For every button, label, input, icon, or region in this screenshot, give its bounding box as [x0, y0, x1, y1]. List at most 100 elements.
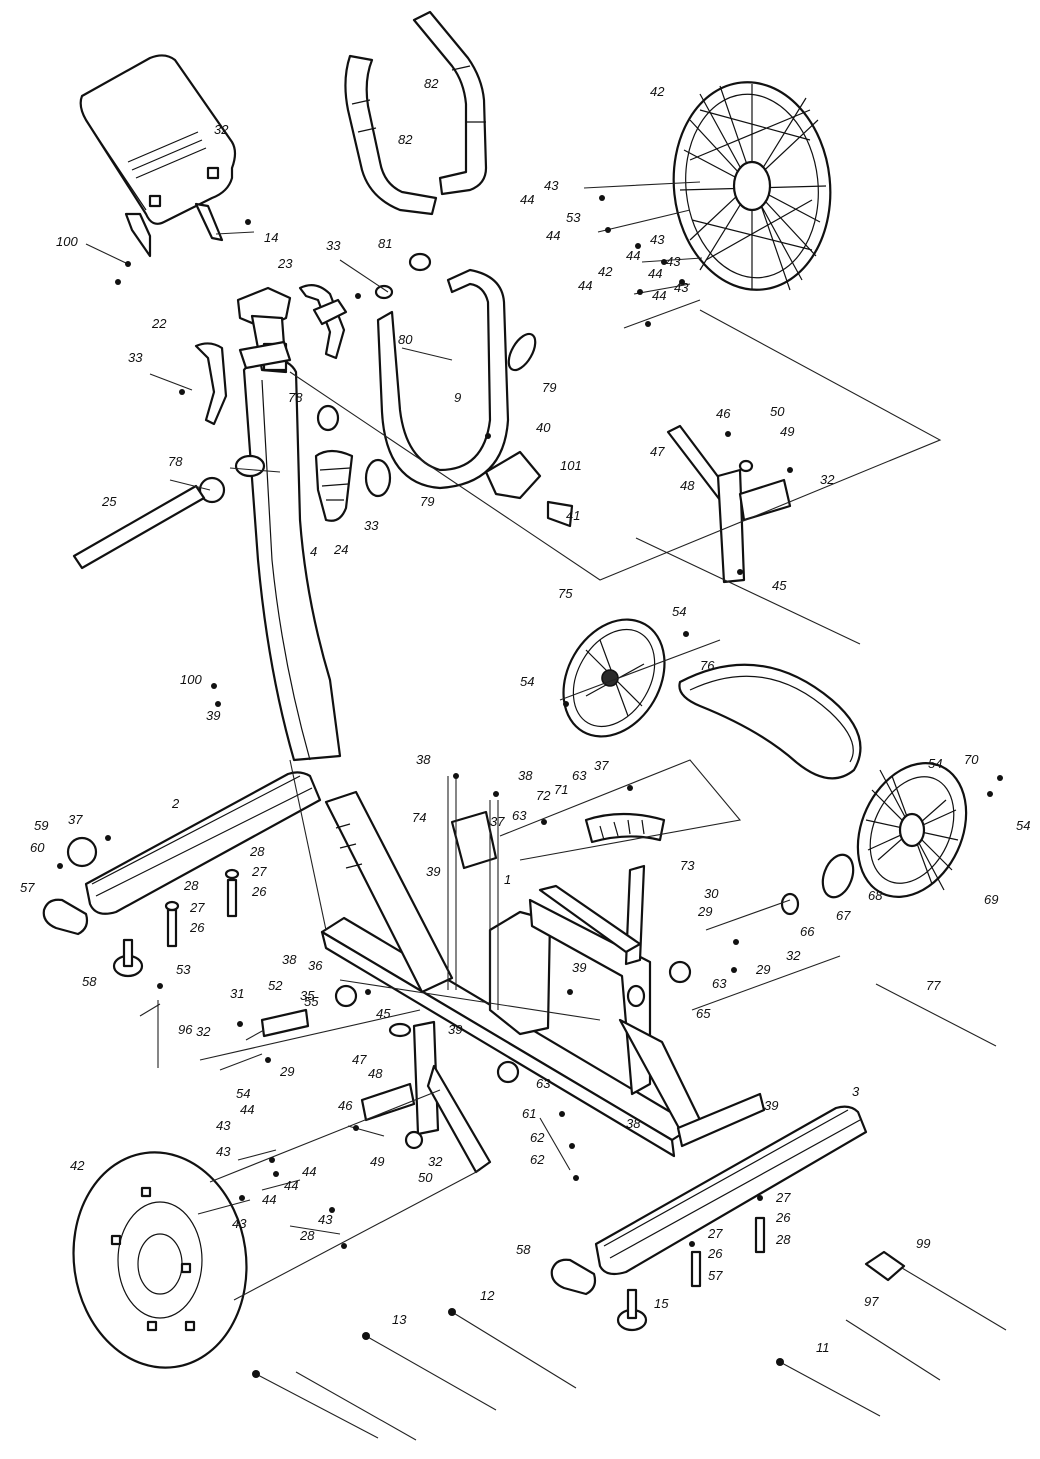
callout-label: 78 [168, 454, 183, 469]
callout-label: 96 [178, 1022, 193, 1037]
callout-label: 44 [652, 288, 666, 303]
callout-label: 79 [420, 494, 434, 509]
upper-handlebars [344, 10, 488, 216]
callout-label: 43 [216, 1118, 231, 1133]
callout-label: 78 [288, 390, 303, 405]
callout-label: 36 [308, 958, 323, 973]
assembly-lines [85, 181, 942, 1235]
callout-label: 42 [598, 264, 613, 279]
callout-label: 48 [368, 1066, 383, 1081]
callout-label: 82 [398, 132, 413, 147]
callout-label: 54 [1016, 818, 1030, 833]
callout-label: 38 [282, 952, 297, 967]
axle-rod [72, 484, 206, 570]
callout-label: 80 [398, 332, 413, 347]
handle-arms [194, 283, 348, 426]
callout-label: 42 [650, 84, 665, 99]
callout-label: 54 [520, 674, 534, 689]
small-fittings [198, 332, 574, 528]
callout-label: 13 [392, 1312, 407, 1327]
callout-label: 47 [650, 444, 665, 459]
callout-label: 82 [424, 76, 439, 91]
callout-label: 101 [560, 458, 582, 473]
callout-label: 52 [268, 978, 283, 993]
fan-bracket-lower [360, 1020, 492, 1174]
callout-label: 27 [189, 900, 205, 915]
callout-label: 26 [189, 920, 205, 935]
callout-label: 43 [544, 178, 559, 193]
callout-label: 62 [530, 1130, 545, 1145]
callout-label: 99 [916, 1236, 930, 1251]
callout-label: 25 [101, 494, 117, 509]
callout-label: 75 [558, 586, 573, 601]
callout-label: 32 [428, 1154, 443, 1169]
callout-label: 26 [707, 1246, 723, 1261]
callout-label: 3 [852, 1084, 860, 1099]
callout-label: 4 [310, 544, 317, 559]
callout-label: 28 [249, 844, 265, 859]
callout-label: 66 [800, 924, 815, 939]
drive-belt [678, 663, 862, 780]
callout-label: 37 [68, 812, 83, 827]
fan-cover-bottom [72, 1089, 481, 1369]
callout-label: 70 [964, 752, 979, 767]
callout-label: 43 [318, 1212, 333, 1227]
callout-label: 59 [34, 818, 48, 833]
callout-label: 23 [277, 256, 293, 271]
callout-label: 11 [816, 1340, 830, 1355]
callout-label: 53 [566, 210, 581, 225]
callout-label: 32 [820, 472, 835, 487]
cables [255, 983, 1007, 1441]
callout-label: 57 [20, 880, 35, 895]
callout-label: 44 [262, 1192, 276, 1207]
callout-label: 49 [780, 424, 794, 439]
callout-label: 30 [704, 886, 719, 901]
callout-label: 58 [516, 1242, 531, 1257]
callout-label: 100 [56, 234, 78, 249]
callout-label: 38 [416, 752, 431, 767]
callout-label: 58 [82, 974, 97, 989]
callout-label: 37 [594, 758, 609, 773]
callout-label: 12 [480, 1288, 495, 1303]
callout-label: 60 [30, 840, 45, 855]
callout-label: 77 [926, 978, 941, 993]
callout-label: 31 [230, 986, 244, 1001]
callout-label: 97 [864, 1294, 879, 1309]
callout-label: 53 [176, 962, 191, 977]
callout-label: 55 [304, 994, 319, 1009]
callout-label: 27 [707, 1226, 723, 1241]
seat-slider [447, 776, 666, 1010]
callout-label: 63 [572, 768, 587, 783]
callout-label: 27 [251, 864, 267, 879]
callout-label: 79 [542, 380, 556, 395]
callout-label: 50 [418, 1170, 433, 1185]
callout-label: 29 [755, 962, 770, 977]
callout-label: 44 [520, 192, 534, 207]
callout-label: 22 [151, 316, 167, 331]
callout-label: 45 [376, 1006, 391, 1021]
callout-label: 44 [578, 278, 592, 293]
callout-label: 44 [626, 248, 640, 263]
callout-label: 38 [518, 768, 533, 783]
callout-label: 14 [264, 230, 278, 245]
callout-label: 68 [868, 888, 883, 903]
callout-label: 48 [680, 478, 695, 493]
callout-label: 2 [171, 796, 180, 811]
callout-label: 76 [700, 658, 715, 673]
callout-label: 50 [770, 404, 785, 419]
callout-label: 63 [536, 1076, 551, 1091]
callout-label: 29 [697, 904, 712, 919]
callout-label: 44 [546, 228, 560, 243]
callout-label: 49 [370, 1154, 384, 1169]
callout-label: 43 [216, 1144, 231, 1159]
callout-label: 26 [251, 884, 267, 899]
callout-label: 73 [680, 858, 695, 873]
callout-label: 39 [426, 864, 440, 879]
callout-label: 72 [536, 788, 551, 803]
callout-label: 44 [648, 266, 662, 281]
callout-label: 37 [490, 814, 505, 829]
fan-cover-top [672, 81, 832, 291]
callout-label: 39 [448, 1022, 462, 1037]
callout-label: 67 [836, 908, 851, 923]
